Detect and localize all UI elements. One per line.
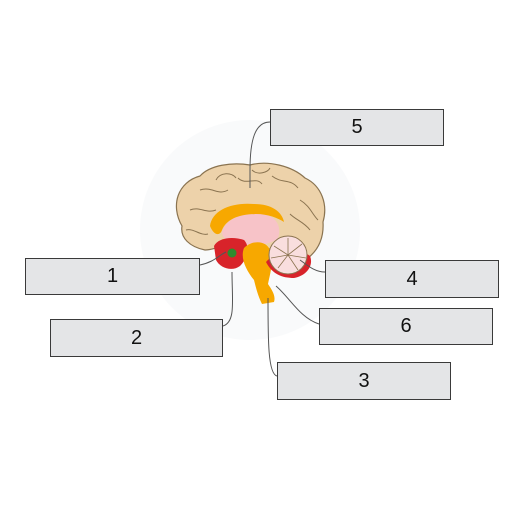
leader-line-6 [275, 285, 320, 325]
leader-line-5 [249, 121, 271, 188]
label-box-6[interactable]: 6 [319, 308, 493, 345]
gyri-lines [185, 167, 319, 235]
pituitary-gland [227, 248, 237, 258]
label-text-4: 4 [406, 267, 418, 290]
label-box-2[interactable]: 2 [50, 319, 223, 357]
thalamus [222, 213, 280, 246]
brainstem [242, 242, 275, 304]
leader-line-1 [199, 251, 227, 266]
leader-line-2 [222, 271, 234, 327]
label-text-5: 5 [351, 116, 363, 138]
label-text-1: 1 [106, 265, 119, 287]
label-text-3: 3 [358, 369, 370, 392]
leader-line-3 [267, 297, 278, 377]
label-box-3[interactable]: 3 [277, 362, 451, 400]
cerebellum-folia [270, 238, 307, 271]
leader-lines [199, 121, 326, 377]
label-box-5[interactable]: 5 [270, 109, 444, 146]
label-text-2: 2 [130, 326, 143, 349]
corpus-callosum [210, 203, 284, 235]
label-box-4[interactable]: 4 [325, 260, 499, 298]
label-text-6: 6 [400, 315, 412, 337]
label-box-1[interactable]: 1 [25, 258, 200, 295]
leader-line-4 [299, 259, 326, 273]
